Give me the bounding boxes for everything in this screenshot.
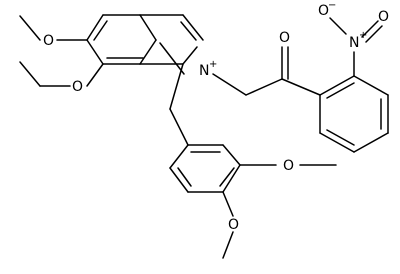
nitro-nitrogen-label: N	[349, 35, 359, 51]
ring-nitrogen-charge: +	[209, 59, 217, 70]
atom-labels: N + O N + O − O O O O O	[43, 0, 389, 233]
methoxy-oxygen-4p-label: O	[283, 158, 294, 174]
ring-nitrogen-label: N	[199, 63, 209, 79]
nitro-nitrogen-charge: +	[359, 30, 367, 41]
nitro-oxygen-left-label: O	[318, 3, 329, 19]
bond-lines	[19, 14, 389, 259]
nitro-oxygen-right-label: O	[378, 9, 389, 25]
methoxy-oxygen-3p-label: O	[228, 217, 239, 233]
methoxy-oxygen-6-label: O	[43, 33, 54, 49]
methoxy-oxygen-7-label: O	[72, 79, 83, 95]
nitro-oxygen-charge: −	[328, 0, 336, 11]
ketone-oxygen-label: O	[279, 30, 290, 46]
